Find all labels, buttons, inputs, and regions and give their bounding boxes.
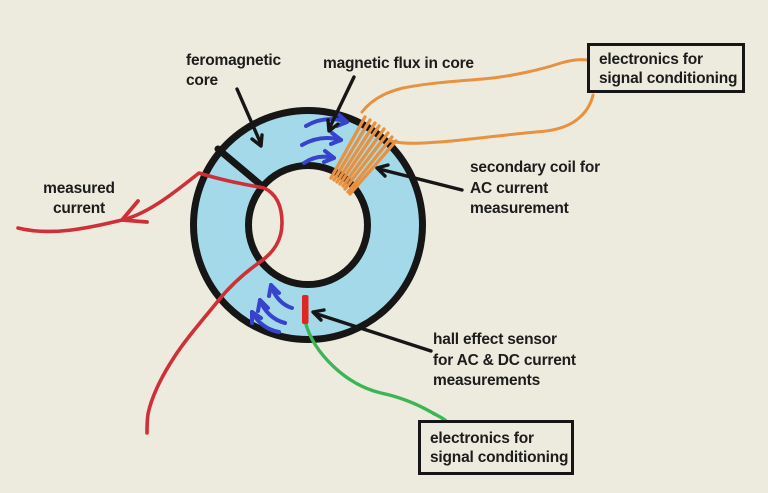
coil-strand [348, 139, 398, 196]
label-line: measurements [433, 372, 541, 389]
label-line: signal conditioning [430, 449, 569, 466]
flux-arrowhead-icon [322, 149, 336, 164]
flux-arrows-bottom [250, 283, 294, 334]
electronics-box-bottom: electronics for signal conditioning [418, 420, 574, 475]
label-secondary-coil: secondary coil for AC current measuremen… [470, 158, 600, 220]
label-line: electronics for [599, 51, 703, 68]
label-line: for AC & DC current [433, 351, 576, 369]
label-line: magnetic flux in core [323, 55, 474, 72]
label-line: measured [43, 180, 115, 197]
coil-strand [343, 131, 390, 191]
core-outer-outline [190, 107, 426, 343]
coil-lead-wires [360, 58, 595, 145]
pointer-flux-arrowhead [326, 118, 340, 133]
electronics-box-top: electronics for signal conditioning [587, 43, 745, 93]
coil-strand [346, 135, 394, 194]
primary-wire-path [16, 171, 284, 435]
coil-lead-lower [389, 93, 595, 145]
pointer-flux-line [327, 75, 356, 131]
core-inner-outline [245, 162, 371, 288]
core-gap-line [214, 145, 266, 190]
coil-strand [338, 124, 381, 186]
label-line: AC current [470, 179, 549, 197]
pointer-arrows [235, 75, 464, 353]
label-line: hall effect sensor [433, 331, 557, 348]
coil-strand [341, 127, 386, 188]
pointer-hall-line [315, 312, 433, 353]
label-hall-sensor: hall effect sensor for AC & DC current m… [433, 330, 576, 392]
flux-arrowhead-icon [256, 298, 270, 313]
primary-current-wire [16, 171, 284, 435]
pointer-coil-line [377, 167, 464, 192]
label-ferromagnetic-core: feromagnetic core [186, 51, 281, 91]
flux-arrowhead-icon [329, 131, 343, 146]
coil-strand [329, 115, 367, 180]
pointer-coil-arrowhead [375, 163, 390, 178]
flux-arrowhead-icon [250, 310, 263, 325]
label-line: secondary coil for [470, 159, 600, 176]
label-magnetic-flux: magnetic flux in core [323, 54, 474, 74]
coil-lead-upper [360, 58, 589, 114]
pointer-core-arrowhead [250, 133, 264, 148]
pointer-core-line [235, 87, 263, 146]
label-line: measurement [470, 200, 569, 217]
hall-sensor-wire [303, 319, 448, 423]
flux-arrowhead-icon [335, 112, 349, 128]
flux-arrows-top [300, 112, 349, 165]
flux-arrowhead-icon [267, 283, 281, 298]
label-measured-current: measured current [36, 179, 122, 219]
pointer-hall-arrowhead [311, 308, 326, 322]
hall-sensor-bar [302, 295, 309, 324]
hall-sensor [302, 295, 448, 423]
coil-strand [335, 121, 377, 184]
label-line: feromagnetic [186, 52, 281, 69]
label-line: signal conditioning [599, 70, 738, 87]
label-line: core [186, 72, 218, 89]
coil-strand [332, 118, 372, 182]
label-line: electronics for [430, 430, 534, 447]
measured-current-arrowhead [120, 199, 149, 224]
secondary-coil-winding [329, 115, 398, 196]
label-line: current [52, 200, 105, 217]
